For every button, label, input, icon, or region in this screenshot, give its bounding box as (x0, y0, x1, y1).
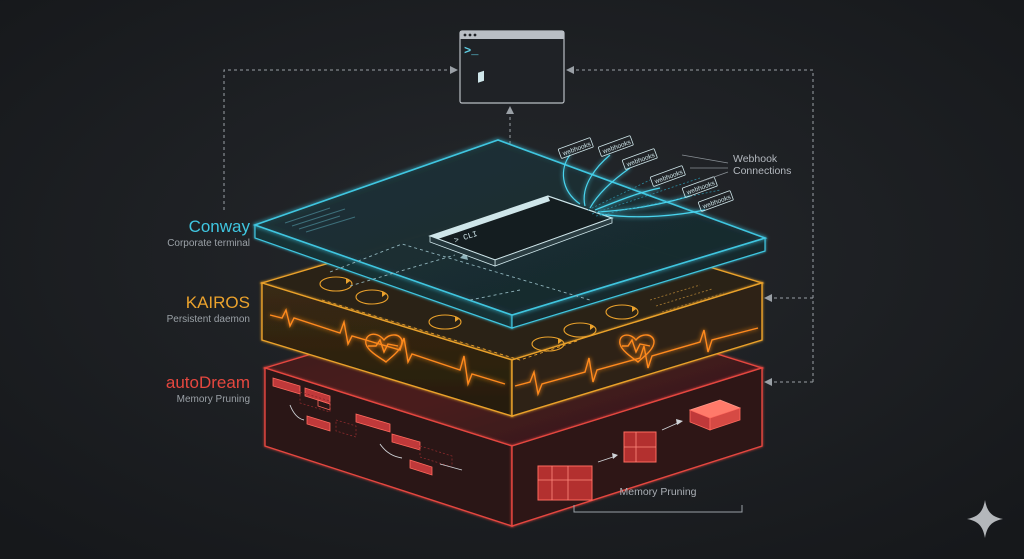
conway-text-lines (284, 207, 356, 233)
terminal-window-icon (459, 30, 565, 104)
memory-pruning-bracket (573, 505, 743, 513)
connector-left-to-terminal (223, 69, 452, 210)
kairos-data-lines (649, 284, 725, 313)
connector-lines (223, 69, 814, 383)
webhook-label-line2: Connections (733, 165, 791, 177)
terminal-prompt: >_ (464, 44, 479, 58)
pruning-arrows (289, 404, 463, 471)
cycle-arrow-heads (346, 278, 636, 344)
conway-guide-lines (329, 243, 591, 301)
heart-icon (619, 334, 655, 363)
conway-subtitle: Corporate terminal (167, 238, 250, 249)
autodream-subtitle: Memory Pruning (177, 394, 250, 405)
sparkle-icon (967, 500, 1003, 538)
autodream-title: autoDream (166, 373, 250, 392)
webhook-label-line1: Webhook (733, 153, 778, 165)
webhook-cables (562, 154, 706, 218)
heartbeat-line-right (514, 327, 759, 397)
cycle-arrow-icon (319, 276, 639, 352)
conway-title: Conway (189, 217, 251, 236)
heartbeat-line-left (269, 307, 506, 387)
connector-right-to-terminal (572, 69, 814, 382)
conway-layer: > CLI (252, 70, 768, 329)
compaction-blocks (537, 399, 742, 501)
heart-icon (365, 333, 403, 363)
cli-window (428, 70, 614, 267)
connector-arrowheads (450, 66, 772, 386)
webhook-leader-lines (681, 154, 729, 183)
kairos-subtitle: Persistent daemon (167, 314, 250, 325)
memory-pruning-caption: Memory Pruning (619, 486, 696, 498)
memory-blocks-left (272, 377, 433, 476)
kairos-title: KAIROS (186, 293, 250, 312)
